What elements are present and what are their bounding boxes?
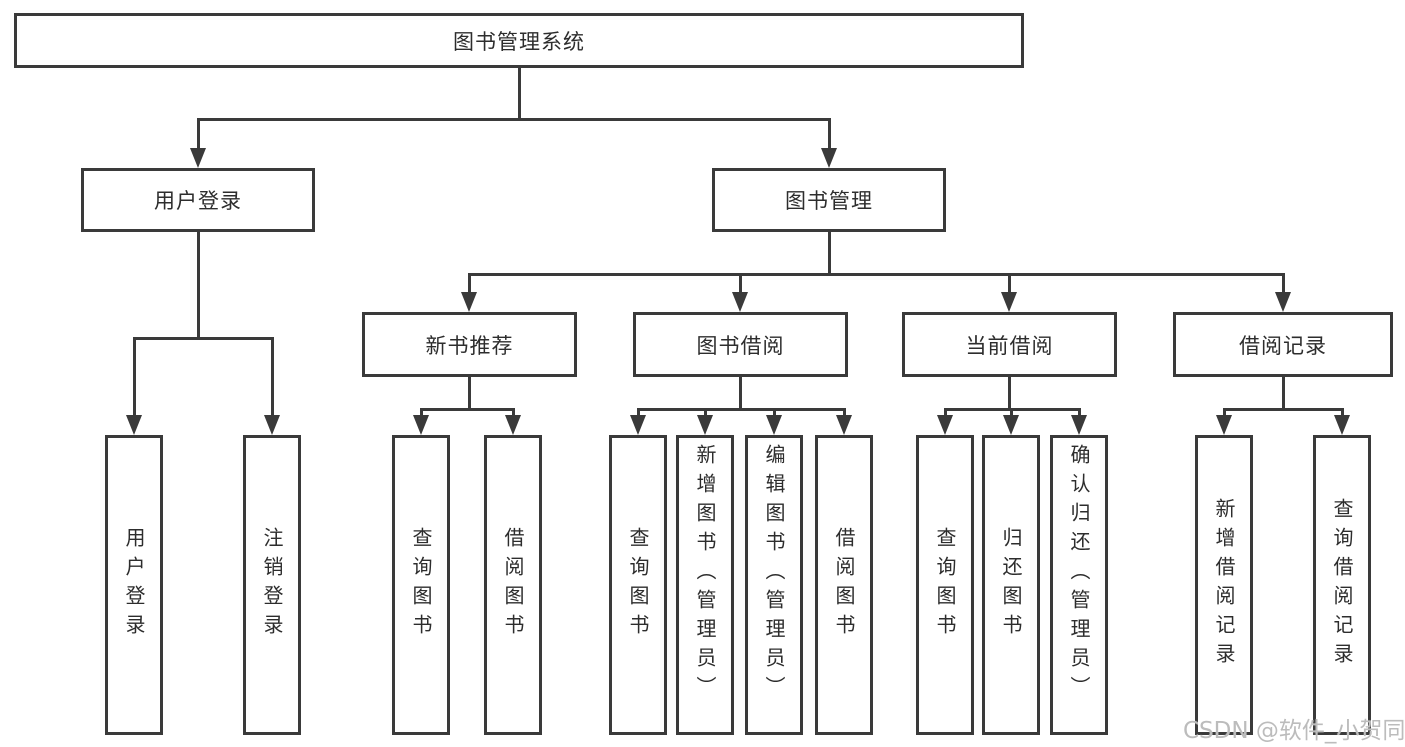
leaf-borrow-books: 借阅图书 xyxy=(815,435,873,735)
connector-line xyxy=(843,408,846,420)
leaf-label: 查询图书 xyxy=(409,527,433,643)
leaf-label: 编辑图书（管理员） xyxy=(762,444,786,705)
leaf-label: 查询借阅记录 xyxy=(1330,498,1354,672)
leaf-label: 注销登录 xyxy=(260,527,284,643)
arrow-down-icon xyxy=(413,415,429,435)
connector-line xyxy=(1008,377,1011,411)
node-borrowing-records: 借阅记录 xyxy=(1173,312,1393,377)
connector-line xyxy=(773,408,776,420)
arrow-down-icon xyxy=(1071,415,1087,435)
leaf-borrow-books: 借阅图书 xyxy=(484,435,542,735)
connector-line xyxy=(739,273,742,295)
connector-line xyxy=(1341,408,1344,420)
node-label: 当前借阅 xyxy=(965,333,1054,358)
node-book-borrowing: 图书借阅 xyxy=(633,312,848,377)
connector-line xyxy=(1282,273,1285,295)
node-label: 借阅记录 xyxy=(1239,333,1327,358)
leaf-user-login: 用户登录 xyxy=(105,435,163,735)
leaf-label: 归还图书 xyxy=(999,527,1023,643)
node-label: 用户登录 xyxy=(154,189,242,213)
connector-line xyxy=(1223,408,1344,411)
leaf-label: 查询图书 xyxy=(933,527,957,643)
node-label: 图书管理 xyxy=(785,189,873,213)
node-current-borrowing: 当前借阅 xyxy=(902,312,1117,377)
connector-line xyxy=(468,273,1284,276)
leaf-edit-books-admin: 编辑图书（管理员） xyxy=(745,435,803,735)
connector-line xyxy=(197,118,830,121)
leaf-query-books: 查询图书 xyxy=(609,435,667,735)
connector-line xyxy=(1282,377,1285,411)
connector-line xyxy=(271,337,274,417)
node-library-system-root: 图书管理系统 xyxy=(14,13,1024,68)
leaf-return-books: 归还图书 xyxy=(982,435,1040,735)
connector-line xyxy=(704,408,707,420)
connector-line xyxy=(133,337,136,417)
arrow-down-icon xyxy=(264,415,280,435)
connector-line xyxy=(420,408,515,411)
connector-line xyxy=(739,377,742,411)
connector-line xyxy=(637,408,640,420)
connector-line xyxy=(468,273,471,295)
node-user-login: 用户登录 xyxy=(81,168,315,232)
arrow-down-icon xyxy=(126,415,142,435)
node-new-book-recommend: 新书推荐 xyxy=(362,312,577,377)
leaf-label: 借阅图书 xyxy=(832,527,856,643)
arrow-down-icon xyxy=(1334,415,1350,435)
node-label: 图书借阅 xyxy=(696,333,785,358)
arrow-down-icon xyxy=(1001,292,1017,312)
arrow-down-icon xyxy=(821,148,837,168)
leaf-logout: 注销登录 xyxy=(243,435,301,735)
arrow-down-icon xyxy=(697,415,713,435)
leaf-label: 借阅图书 xyxy=(501,527,525,643)
connector-line xyxy=(944,408,947,420)
arrow-down-icon xyxy=(836,415,852,435)
arrow-down-icon xyxy=(1275,292,1291,312)
leaf-label: 查询图书 xyxy=(626,527,650,643)
connector-line xyxy=(1223,408,1226,420)
arrow-down-icon xyxy=(630,415,646,435)
leaf-label: 用户登录 xyxy=(122,527,146,643)
connector-line xyxy=(133,337,274,340)
leaf-label: 确认归还（管理员） xyxy=(1067,444,1091,705)
leaf-label: 新增图书（管理员） xyxy=(693,444,717,705)
node-label: 图书管理系统 xyxy=(453,29,585,54)
connector-line xyxy=(512,408,515,420)
leaf-query-borrow-record: 查询借阅记录 xyxy=(1313,435,1371,735)
connector-line xyxy=(197,118,200,150)
csdn-watermark: CSDN @软件_小贺同学 xyxy=(1183,718,1405,744)
connector-line xyxy=(518,68,521,118)
arrow-down-icon xyxy=(1003,415,1019,435)
connector-line xyxy=(468,377,471,411)
connector-line xyxy=(197,232,200,337)
connector-line xyxy=(420,408,423,420)
connector-line xyxy=(828,232,831,276)
arrow-down-icon xyxy=(1216,415,1232,435)
connector-line xyxy=(1078,408,1081,420)
leaf-query-books: 查询图书 xyxy=(392,435,450,735)
node-book-management: 图书管理 xyxy=(712,168,946,232)
leaf-query-books: 查询图书 xyxy=(916,435,974,735)
leaf-add-books-admin: 新增图书（管理员） xyxy=(676,435,734,735)
arrow-down-icon xyxy=(190,148,206,168)
arrow-down-icon xyxy=(766,415,782,435)
connector-line xyxy=(828,118,831,150)
leaf-label: 新增借阅记录 xyxy=(1212,498,1236,672)
arrow-down-icon xyxy=(732,292,748,312)
leaf-confirm-return-admin: 确认归还（管理员） xyxy=(1050,435,1108,735)
leaf-add-borrow-record: 新增借阅记录 xyxy=(1195,435,1253,735)
connector-line xyxy=(637,408,846,411)
arrow-down-icon xyxy=(505,415,521,435)
arrow-down-icon xyxy=(461,292,477,312)
node-label: 新书推荐 xyxy=(425,333,514,358)
connector-line xyxy=(1010,408,1013,420)
connector-line xyxy=(1008,273,1011,295)
arrow-down-icon xyxy=(937,415,953,435)
